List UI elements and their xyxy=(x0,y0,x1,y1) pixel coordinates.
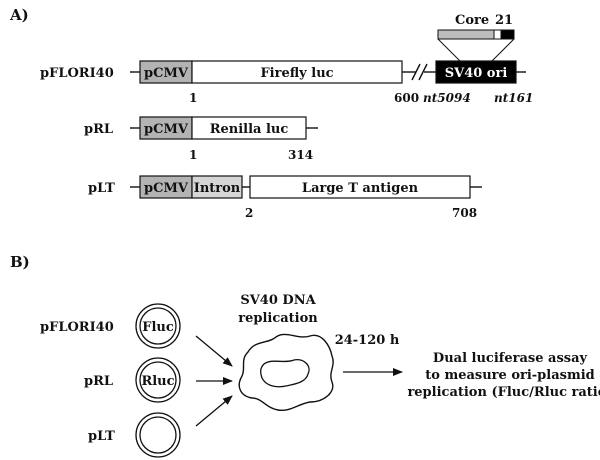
construct-name-plt: pLT xyxy=(88,181,115,196)
panel-a-label: A) xyxy=(9,6,29,24)
plasmid-inner-label: Rluc xyxy=(141,374,174,389)
gene-label: Renilla luc xyxy=(210,122,289,137)
arrow-pflori40-to-cell xyxy=(195,335,233,367)
ori-box-sv40 xyxy=(435,60,517,84)
construct-name-pflori40: pFLORI40 xyxy=(40,66,114,81)
construct-plt: pLT pCMV Intron Large T antigen 2 708 xyxy=(88,175,482,220)
promoter-label: pCMV xyxy=(144,66,189,81)
panel-b-label: B) xyxy=(10,253,30,271)
gene-box-large-t-antigen xyxy=(249,175,471,199)
time-label: 24-120 h xyxy=(335,333,400,348)
core-region-box xyxy=(437,29,495,40)
assay-label-line1: Dual luciferase assay xyxy=(433,351,588,366)
replication-label-line2: replication xyxy=(238,311,318,326)
position-end: 600 xyxy=(394,91,419,105)
intron-label: Intron xyxy=(194,181,241,196)
position-end: 708 xyxy=(452,206,477,220)
plasmid-circle-plt xyxy=(135,412,181,458)
construct-pflori40: pFLORI40 pCMV Firefly luc SV40 ori Core … xyxy=(40,13,533,105)
gene-box-renilla-luc xyxy=(191,116,307,140)
assay-label-line2: to measure ori-plasmid xyxy=(425,368,594,383)
zoom-line xyxy=(437,38,461,62)
position-start: 1 xyxy=(189,148,197,162)
bp21-region-box xyxy=(500,29,515,40)
plasmid-name-prl: pRL xyxy=(84,374,113,389)
gene-label: Firefly luc xyxy=(260,66,333,81)
plasmid-inner-label: Fluc xyxy=(142,320,174,335)
position-start: 1 xyxy=(189,91,197,105)
plasmid-circle-pflori40: Fluc xyxy=(135,303,181,349)
core-label: Core xyxy=(455,13,489,28)
zoom-line xyxy=(491,38,515,62)
spacer-region-box xyxy=(493,29,502,40)
replication-label-line1: SV40 DNA xyxy=(240,293,316,308)
nt-left-label: nt5094 xyxy=(423,91,471,105)
gene-label: Large T antigen xyxy=(302,181,419,196)
gene-box-firefly-luc xyxy=(191,60,403,84)
nt-right-label: nt161 xyxy=(494,91,533,105)
position-start: 2 xyxy=(245,206,253,220)
plasmid-name-plt: pLT xyxy=(88,429,115,444)
bp21-label: 21 xyxy=(495,13,513,28)
plasmid-circle-prl: Rluc xyxy=(135,357,181,403)
plasmid-name-pflori40: pFLORI40 xyxy=(40,320,114,335)
promoter-label: pCMV xyxy=(144,122,189,137)
promoter-label: pCMV xyxy=(144,181,189,196)
position-end: 314 xyxy=(288,148,313,162)
intron-box xyxy=(191,175,243,199)
assay-label-line3: replication (Fluc/Rluc ratio) xyxy=(407,385,600,400)
nucleus-outline xyxy=(260,359,310,388)
ori-label: SV40 ori xyxy=(445,66,508,81)
break-mark xyxy=(411,63,421,81)
construct-name-prl: pRL xyxy=(84,122,113,137)
break-mark xyxy=(418,63,428,81)
arrow-plt-to-cell xyxy=(195,395,233,427)
construct-prl: pRL pCMV Renilla luc 1 314 xyxy=(84,116,318,162)
